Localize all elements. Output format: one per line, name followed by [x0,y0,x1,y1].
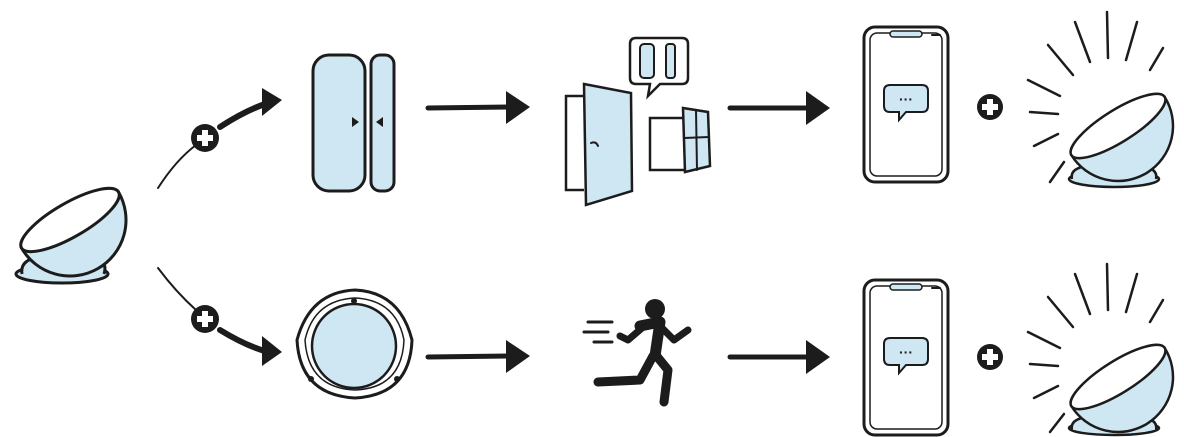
hub-light-alert-icon [1026,262,1175,437]
flow-arrow [425,340,530,373]
flow-arrow [727,340,830,374]
connector-top [157,88,282,189]
flow-arrow [425,91,530,124]
plus-badge [977,344,1003,370]
smartphone-message-icon: ··· [862,25,950,184]
door-window-sensor-icon [311,53,396,193]
plus-badge [191,124,219,152]
door-window-opening-icon [564,36,712,207]
connector-bottom [157,267,282,366]
hub-light-alert-icon [1026,10,1175,189]
message-dots: ··· [899,344,913,360]
plus-badge [191,305,219,333]
motion-sensor-icon [295,288,414,400]
flow-arrow [727,91,830,125]
message-dots: ··· [899,91,913,107]
running-person-icon [582,299,692,407]
smart-hub-icon [14,186,128,285]
smartphone-message-icon: ··· [862,278,950,437]
plus-badge [977,94,1003,120]
